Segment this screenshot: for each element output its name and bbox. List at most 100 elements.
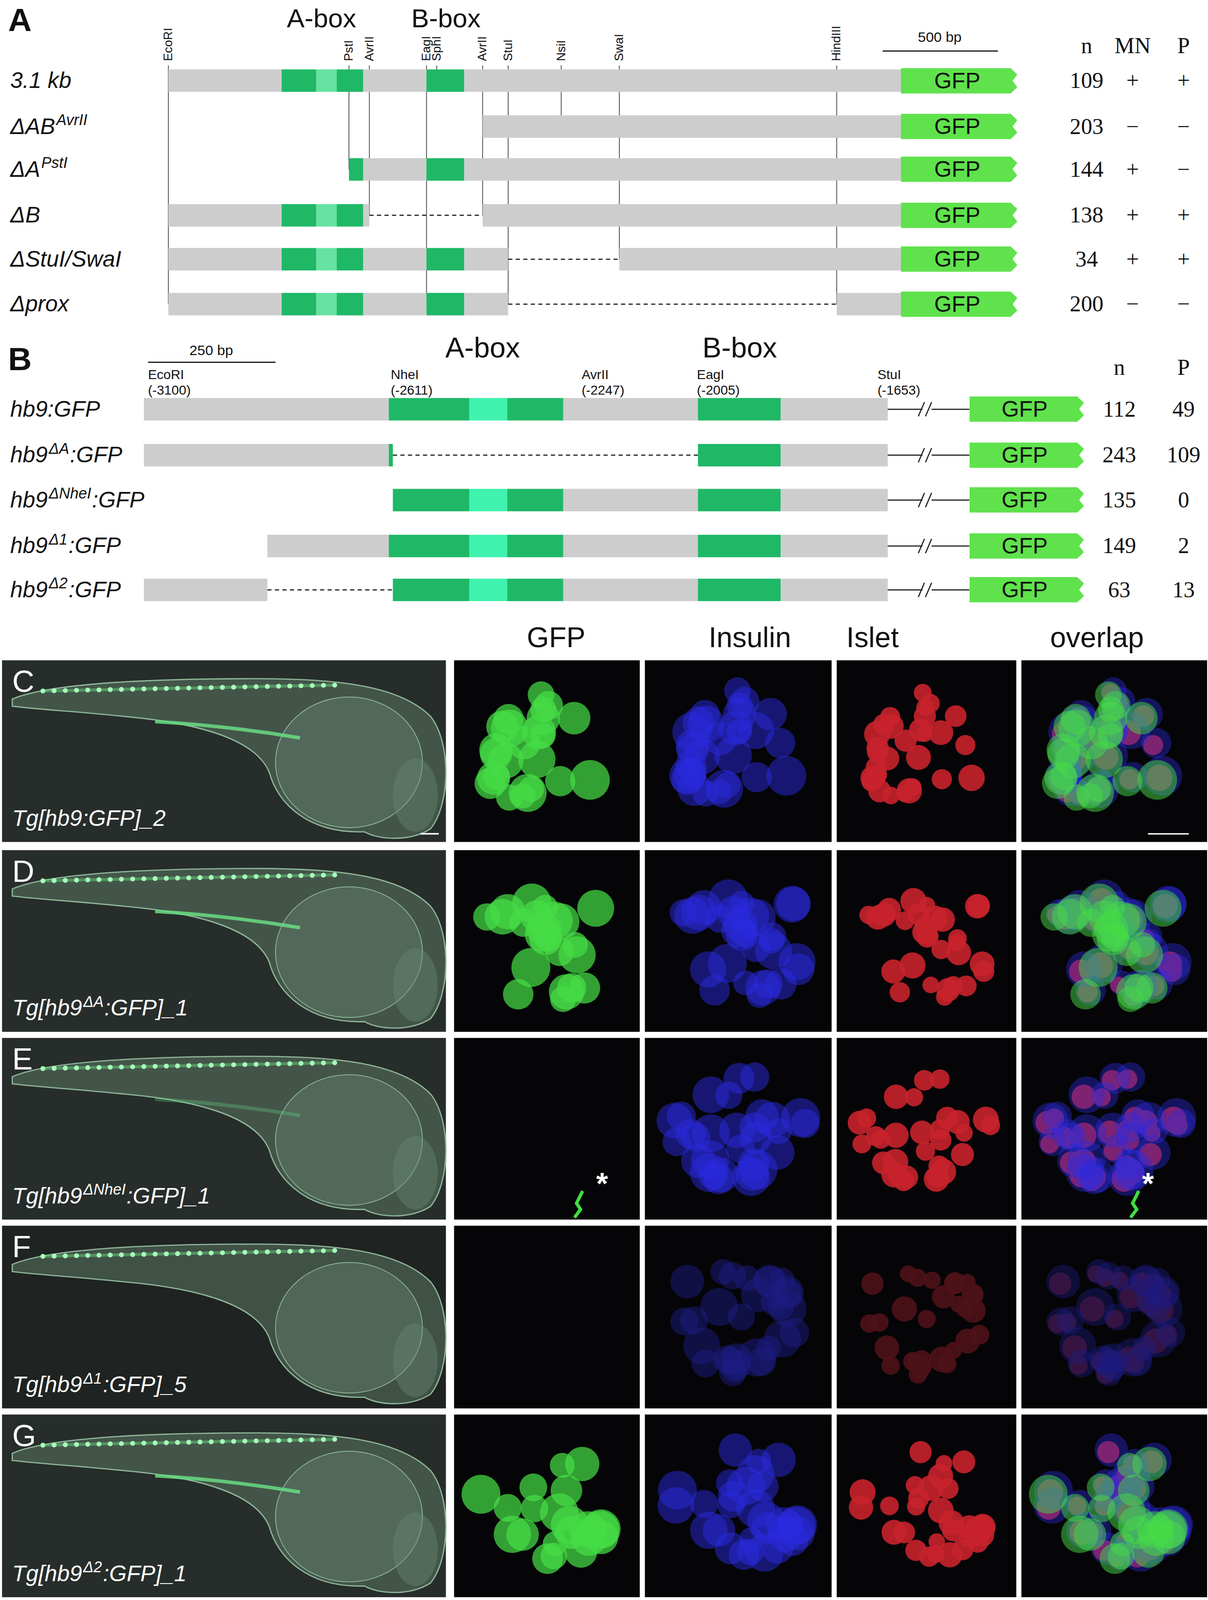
islet-nucleus [915, 1141, 936, 1161]
motor-neuron [220, 874, 225, 880]
insulin-signal [710, 1258, 736, 1285]
islet-nucleus [935, 1454, 953, 1472]
reporter-arrow [900, 246, 1018, 272]
construct-name: hb9:GFP [10, 396, 101, 423]
promoter-segment [836, 292, 901, 316]
panel-letter: A [7, 1, 32, 40]
insulin-signal [700, 1287, 739, 1327]
insulin-signal [726, 1134, 755, 1163]
promoter-segment [563, 534, 698, 558]
annotation: 250 bp [189, 341, 234, 359]
motor-neuron [186, 1439, 191, 1445]
promoter-segment [780, 397, 888, 421]
gfp-cell [584, 1519, 619, 1554]
embryo-image [1, 1225, 446, 1408]
embryo-drawing [12, 1056, 446, 1216]
gfp-cell [1061, 1515, 1099, 1553]
motor-neuron [264, 1437, 270, 1443]
islet-nucleus [928, 1532, 946, 1550]
annotation: EcoRI [148, 366, 185, 382]
gfp-cell [1089, 714, 1124, 750]
motor-neuron [141, 1063, 147, 1069]
motor-neuron [96, 1252, 102, 1258]
reporter-label: GFP [934, 247, 981, 271]
insulin-signal [1095, 1358, 1123, 1386]
annotation: A-box [286, 3, 356, 34]
motor-neuron [287, 873, 293, 878]
promoter-segment [464, 69, 901, 93]
annotation: GFP [526, 621, 586, 655]
table-cell: 63 [1107, 576, 1131, 603]
superscript: AvrII [56, 111, 88, 129]
conserved-box [281, 204, 317, 227]
motor-neuron [220, 1062, 225, 1067]
motor-neuron [332, 872, 338, 877]
islet-nucleus [920, 693, 940, 713]
islet-nucleus [900, 1264, 917, 1282]
conserved-box [697, 578, 781, 601]
table-cell: + [1126, 246, 1139, 273]
embryo-image [1, 850, 446, 1032]
gfp-cell [474, 767, 506, 799]
islet-nucleus [955, 1328, 980, 1354]
confocal-image [644, 1414, 832, 1597]
reporter-arrow [969, 533, 1084, 559]
gfp-cell [493, 1515, 531, 1553]
gfp-cell [1101, 690, 1130, 720]
annotation: 500 bp [917, 28, 962, 46]
insulin-signal [754, 931, 792, 970]
construct-name: Tg[hb9 [12, 1183, 83, 1209]
islet-nucleus [972, 1106, 999, 1133]
islet-nucleus [955, 1123, 973, 1142]
construct-name: :GFP [68, 532, 121, 559]
conserved-box [348, 157, 364, 181]
gfp-process [1130, 1190, 1139, 1217]
motor-neuron [51, 877, 57, 883]
reporter-label: GFP [1001, 397, 1048, 421]
motor-neuron [118, 876, 124, 882]
motor-neuron [264, 683, 270, 689]
break-mark [918, 582, 925, 597]
superscript: Δ1 [48, 530, 68, 549]
gfp-cell [1075, 773, 1114, 812]
confocal-image [644, 850, 832, 1032]
islet-cluster [1028, 1433, 1193, 1574]
table-cell: 203 [1069, 113, 1104, 140]
motor-neuron [164, 1063, 169, 1069]
motor-neuron [164, 1251, 169, 1256]
motor-neuron [186, 875, 191, 880]
insulin-signal [1101, 1134, 1131, 1163]
motor-neuron [298, 1437, 304, 1443]
table-cell: n [1081, 32, 1093, 59]
confocal-image [454, 1037, 640, 1220]
insulin-signal [1141, 1117, 1169, 1145]
islet-nucleus [942, 1519, 965, 1542]
motor-neuron [208, 1062, 214, 1068]
conserved-box [388, 397, 470, 421]
insulin-signal [765, 727, 796, 758]
table-cell: P [1177, 32, 1191, 59]
islet-nucleus [861, 1271, 885, 1295]
promoter-segment [619, 247, 901, 271]
confocal-image [1021, 1414, 1208, 1597]
table-cell: + [1126, 156, 1139, 183]
motor-neuron [164, 875, 169, 881]
break-mark [918, 448, 925, 463]
reporter-arrow [969, 576, 1084, 603]
motor-neuron [208, 1250, 214, 1256]
reporter-box: GFP [969, 396, 1084, 422]
motor-neuron [51, 1065, 57, 1071]
motor-neuron [152, 1440, 158, 1445]
table-cell: 34 [1075, 246, 1098, 273]
motor-neuron [208, 685, 214, 690]
islet-cluster [657, 1433, 817, 1572]
table-cell: − [1126, 113, 1139, 140]
construct-a-dash-line [508, 258, 620, 261]
scale-bar [420, 832, 439, 835]
islet-nucleus [914, 1069, 935, 1091]
islet-cluster [1046, 1258, 1185, 1386]
construct-name: :GFP]_1 [102, 1560, 187, 1587]
islet-nucleus [883, 1122, 909, 1148]
gfp-cell [1085, 775, 1112, 802]
islet-nucleus [971, 1523, 995, 1547]
